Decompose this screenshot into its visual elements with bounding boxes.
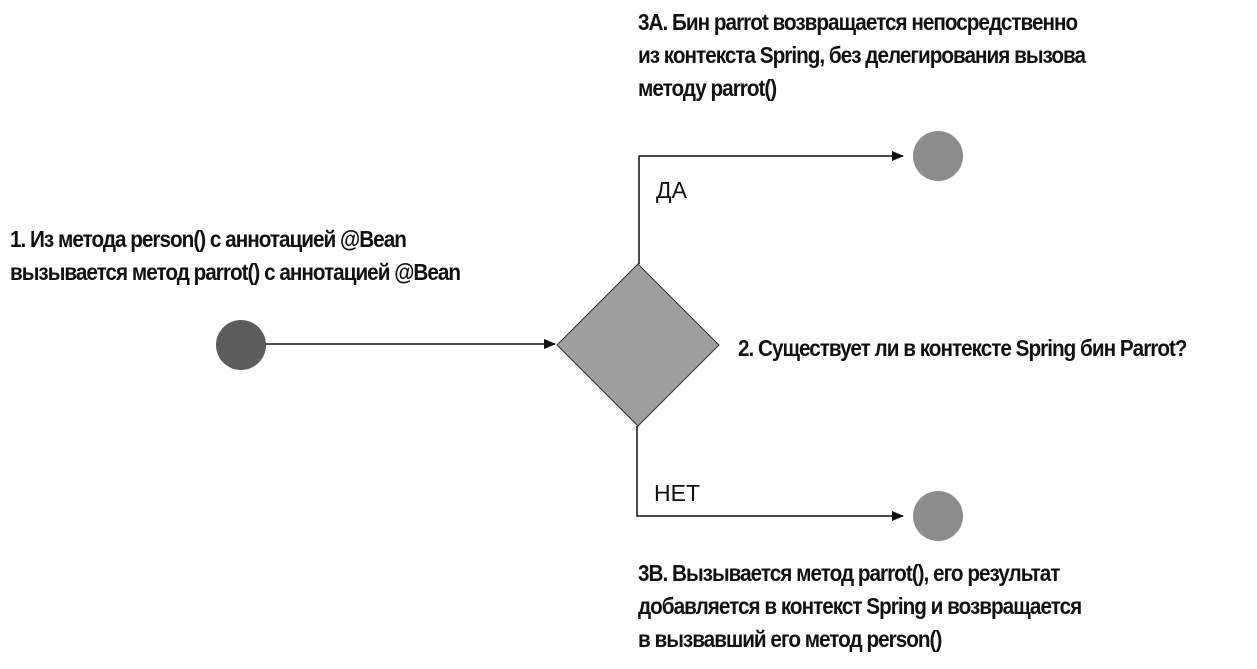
- yes-caption-line-3: методу parrot(): [638, 75, 777, 101]
- no-caption-line-3: в вызвавший его метод person(): [638, 626, 942, 652]
- decision-node: [556, 263, 720, 427]
- start-caption: 1. Из метода person() с аннотацией @Bean…: [10, 223, 461, 289]
- start-caption-line-1: 1. Из метода person() с аннотацией @Bean: [10, 226, 407, 252]
- no-caption-line-2: добавляется в контекст Spring и возвраща…: [638, 593, 1082, 619]
- arrow-yes-branch: [638, 151, 904, 264]
- yes-caption-line-2: из контекста Spring, без делегирования в…: [638, 42, 1086, 68]
- start-node: [216, 320, 266, 370]
- yes-branch-label: ДА: [656, 177, 687, 203]
- yes-branch-caption: 3A. Бин parrot возвращается непосредстве…: [638, 6, 1086, 105]
- decision-caption: 2. Существует ли в контексте Spring бин …: [738, 332, 1188, 365]
- no-caption-line-1: 3B. Вызывается метод parrot(), его резул…: [638, 560, 1060, 586]
- no-branch-label: НЕТ: [654, 480, 700, 506]
- decision-caption-line-1: 2. Существует ли в контексте Spring бин …: [738, 335, 1188, 361]
- no-branch-caption: 3B. Вызывается метод parrot(), его резул…: [638, 557, 1082, 656]
- yes-caption-line-1: 3A. Бин parrot возвращается непосредстве…: [638, 9, 1078, 35]
- end-node-yes: [913, 131, 963, 181]
- end-node-no: [913, 491, 963, 541]
- arrow-no-branch: [636, 426, 904, 521]
- start-caption-line-2: вызывается метод parrot() с аннотацией @…: [10, 259, 461, 285]
